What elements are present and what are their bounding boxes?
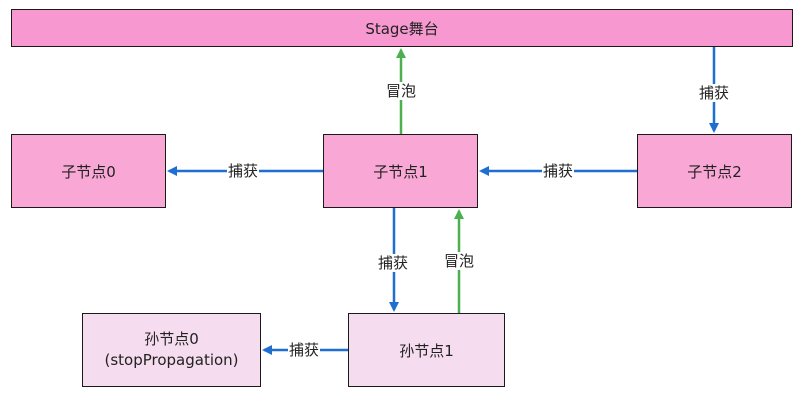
- edge-label-grandchild1-to-grandchild0: 捕获: [288, 341, 321, 359]
- node-stage: Stage舞台: [11, 9, 793, 47]
- edge-label-stage-to-child2: 捕获: [698, 84, 731, 102]
- node-child0-label: 子节点0: [61, 162, 116, 181]
- edge-label-child1-to-child0: 捕获: [227, 162, 260, 180]
- node-grandchild1: 孙节点1: [348, 313, 505, 387]
- edge-label-child1-to-grandchild1: 捕获: [377, 254, 410, 272]
- node-stage-label: Stage舞台: [365, 19, 439, 38]
- edge-label-child2-to-child1: 捕获: [542, 162, 575, 180]
- node-grandchild0-label: 孙节点0: [144, 330, 199, 348]
- node-child2: 子节点2: [637, 134, 792, 208]
- node-grandchild0-sublabel: (stopPropagation): [104, 351, 239, 369]
- edge-label-child1-to-stage: 冒泡: [385, 82, 418, 100]
- edge-label-grandchild1-to-child1: 冒泡: [443, 252, 476, 270]
- node-child1-label: 子节点1: [373, 162, 428, 181]
- node-grandchild1-label: 孙节点1: [399, 341, 454, 360]
- node-child2-label: 子节点2: [687, 162, 742, 181]
- node-grandchild0: 孙节点0 (stopPropagation): [82, 313, 261, 387]
- node-child0: 子节点0: [11, 134, 166, 208]
- node-child1: 子节点1: [323, 134, 478, 208]
